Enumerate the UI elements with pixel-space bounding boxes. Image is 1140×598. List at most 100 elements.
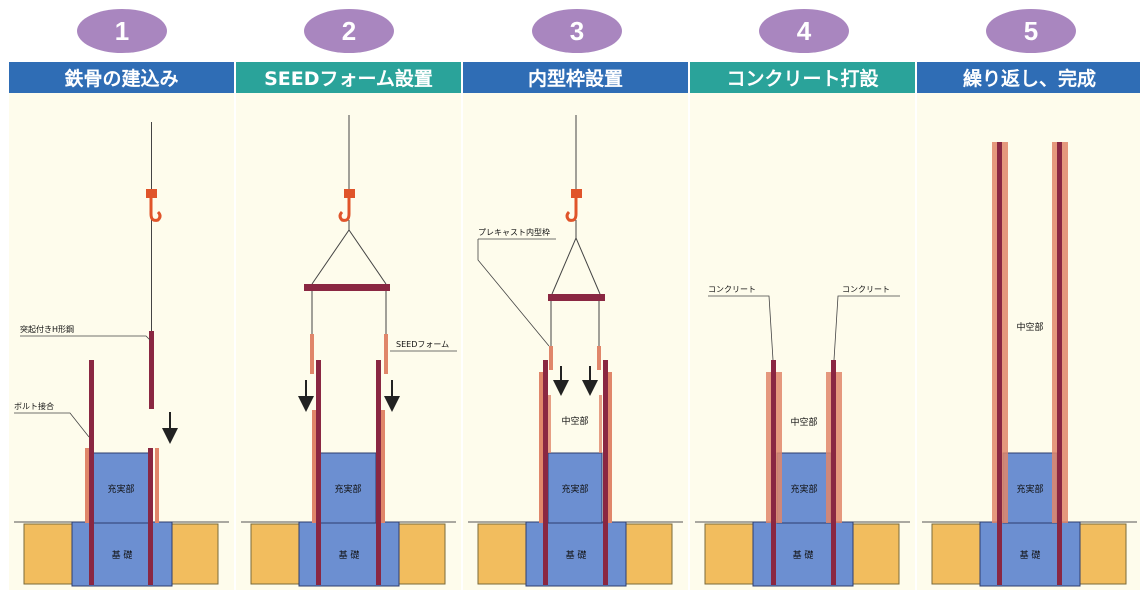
- solid-part-label: 充実部: [561, 483, 588, 495]
- concrete-label-left: コンクリート: [708, 285, 756, 294]
- foundation-label: 基 礎: [1020, 549, 1041, 561]
- h-steel-leader: [20, 335, 151, 341]
- h-steel-column: [997, 142, 1002, 585]
- h-steel-column: [1057, 142, 1062, 585]
- sling-wire: [551, 236, 601, 295]
- h-steel-column: [771, 360, 776, 585]
- foundation-label: 基 礎: [793, 549, 814, 561]
- precast-inner-form-leader: [477, 239, 550, 347]
- hollow-part-label: 中空部: [790, 416, 817, 428]
- panel-2-drawing: 基 礎 充実部 SEEDフォーム: [241, 115, 457, 587]
- h-steel-column: [543, 360, 548, 585]
- step-2-title: SEEDフォーム設置: [236, 62, 461, 93]
- concrete-leader-left: [708, 295, 774, 361]
- step-3-title: 内型枠設置: [463, 62, 688, 93]
- precast-inner-form-hanging: [549, 346, 553, 370]
- hook-block: [571, 189, 582, 198]
- step-5-number-badge: 5: [986, 9, 1076, 53]
- ground-soil: [23, 523, 73, 585]
- step-5-title-text: 繰り返し、完成: [962, 68, 1096, 90]
- step-5-number: 5: [1023, 15, 1039, 46]
- ground-soil: [625, 523, 673, 585]
- panel-5-drawing: 基 礎 充実部 中空部: [922, 142, 1137, 587]
- h-steel-column: [376, 360, 381, 585]
- concrete-label-right: コンクリート: [842, 285, 890, 294]
- lifting-beam: [548, 294, 605, 301]
- solid-part-label: 充実部: [790, 483, 817, 495]
- ground-soil: [852, 523, 900, 585]
- concrete-leader-right: [833, 295, 900, 361]
- foundation-label: 基 礎: [112, 549, 133, 561]
- lifting-beam: [304, 284, 390, 291]
- foundation: [298, 521, 400, 587]
- solid-part-label: 充実部: [107, 483, 134, 495]
- foundation-label: 基 礎: [339, 549, 360, 561]
- h-steel-column: [831, 360, 836, 585]
- hook-block: [344, 189, 355, 198]
- crane-hook-icon: [338, 198, 351, 222]
- ground-soil: [477, 523, 527, 585]
- h-steel-column: [603, 360, 608, 585]
- precast-inner-form-hanging: [597, 346, 601, 370]
- step-2-number: 2: [341, 15, 357, 46]
- h-steel-label: 突起付きH形鋼: [20, 324, 74, 334]
- step-3-number: 3: [569, 15, 585, 46]
- solid-part: [319, 452, 377, 524]
- solid-part-label: 充実部: [334, 483, 361, 495]
- h-steel-column: [148, 448, 153, 585]
- foundation: [752, 521, 854, 587]
- seed-form-label: SEEDフォーム: [396, 340, 449, 349]
- ground-soil: [704, 523, 754, 585]
- ground-soil: [171, 523, 219, 585]
- step-1-number: 1: [114, 15, 130, 46]
- inner-form: [599, 395, 602, 453]
- hollow-part-label: 中空部: [1016, 321, 1043, 333]
- ground-soil: [398, 523, 446, 585]
- seed-form: [155, 448, 159, 523]
- precast-inner-form-label: プレキャスト内型枠: [478, 227, 550, 237]
- hollow-part-label: 中空部: [561, 415, 588, 427]
- h-steel-column: [89, 360, 94, 585]
- ground-soil: [931, 523, 981, 585]
- h-steel-column: [316, 360, 321, 585]
- solid-part: [547, 452, 603, 524]
- seed-form-hanging: [384, 334, 388, 374]
- seed-form: [539, 372, 543, 523]
- step-4-title: コンクリート打設: [690, 62, 915, 93]
- crane-hook-icon: [149, 198, 162, 222]
- seed-form: [608, 372, 612, 523]
- hook-block: [146, 189, 157, 198]
- bolt-joint-leader: [14, 412, 90, 438]
- step-4-number: 4: [796, 15, 812, 46]
- solid-part: [1002, 452, 1058, 524]
- sling-wire: [311, 229, 387, 285]
- step-1-title-text: 鉄骨の建込み: [64, 68, 179, 90]
- step-4-title-text: コンクリート打設: [726, 68, 879, 90]
- panel-1-drawing: 基 礎 充実部 突起付きH形鋼 ボルト接合: [14, 122, 229, 587]
- seed-form-hanging: [310, 334, 314, 374]
- seed-form: [381, 410, 385, 523]
- step-2-number-badge: 2: [304, 9, 394, 53]
- h-steel-hanging: [149, 331, 154, 409]
- panel-4-drawing: 基 礎 充実部 中空部 コンクリート コンクリート: [695, 285, 910, 587]
- step-3-title-text: 内型枠設置: [527, 68, 623, 90]
- inner-form: [548, 395, 551, 453]
- solid-part-label: 充実部: [1016, 483, 1043, 495]
- crane-hook-icon: [565, 198, 578, 222]
- step-1-number-badge: 1: [77, 9, 167, 53]
- solid-part: [776, 452, 832, 524]
- step-5-title: 繰り返し、完成: [917, 62, 1140, 93]
- ground-soil: [1079, 523, 1127, 585]
- bolt-joint-label: ボルト接合: [14, 401, 54, 411]
- step-1-title: 鉄骨の建込み: [9, 62, 234, 93]
- step-3-number-badge: 3: [532, 9, 622, 53]
- panel-3-drawing: 基 礎 充実部 中空部 プレキャスト内型枠: [468, 115, 683, 587]
- foundation-label: 基 礎: [566, 549, 587, 561]
- foundation: [979, 521, 1081, 587]
- step-4-number-badge: 4: [759, 9, 849, 53]
- seed-form: [85, 448, 89, 523]
- seed-form: [312, 410, 316, 523]
- foundation: [71, 521, 173, 587]
- step-2-title-text: SEEDフォーム設置: [264, 68, 433, 90]
- ground-soil: [250, 523, 300, 585]
